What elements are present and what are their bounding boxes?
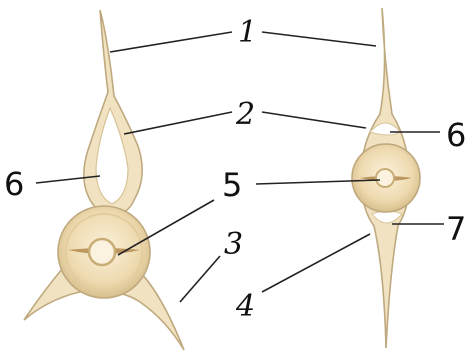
leader-2-left xyxy=(124,112,232,134)
leader-3 xyxy=(180,256,220,302)
leader-1-left xyxy=(110,32,232,52)
label-2: 2 xyxy=(235,97,255,132)
label-5: 5 xyxy=(222,166,242,204)
left-nucleus xyxy=(89,239,115,265)
leader-4 xyxy=(262,234,370,292)
right-cell xyxy=(352,8,420,348)
label-3: 3 xyxy=(224,227,243,262)
leader-2-right xyxy=(262,112,366,128)
label-4: 4 xyxy=(235,289,255,324)
leader-1-right xyxy=(262,32,376,46)
left-cell xyxy=(24,10,184,350)
label-6-right: 6 xyxy=(446,116,466,154)
label-1: 1 xyxy=(238,15,257,50)
right-nucleus xyxy=(376,169,394,187)
label-7: 7 xyxy=(446,210,466,248)
label-6-left: 6 xyxy=(4,165,24,203)
